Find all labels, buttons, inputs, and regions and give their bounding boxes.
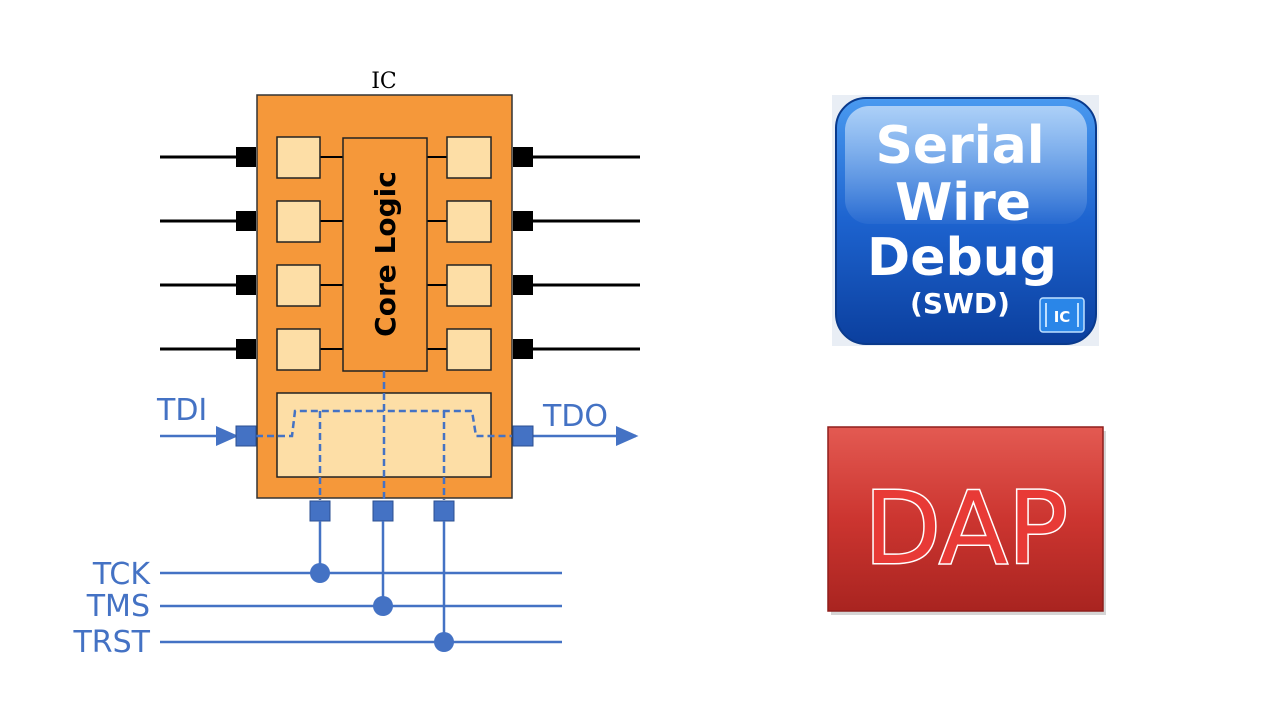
left-io-wires [160,155,238,351]
swd-line-3: Debug [867,228,1057,288]
right-io-wires [530,155,640,351]
tdi-label: TDI [156,393,207,428]
junction-dots [310,563,454,652]
svg-text:IC: IC [1054,308,1071,326]
jtag-pads [235,425,534,522]
boundary-cells-right [446,136,492,371]
ic-label: IC [371,69,397,94]
scan-chain-path [256,371,512,500]
dap-badge: DAP [827,426,1106,615]
boundary-cells-left [276,136,321,371]
ic-chip-icon: IC [1039,297,1085,333]
io-pads [236,147,533,359]
core-logic-label: Core Logic [369,171,402,337]
swd-line-4: (SWD) [910,287,1010,320]
core-connectors [320,156,447,350]
swd-badge: Serial Wire Debug (SWD) IC [832,95,1099,346]
trst-label: TRST [72,625,150,660]
dap-label: DAP [864,470,1068,587]
tdo-label: TDO [542,399,608,434]
control-bus [160,571,562,644]
core-logic-block [342,137,428,372]
control-drops [318,521,446,642]
swd-line-1: Serial [875,116,1044,176]
tms-label: TMS [86,589,150,624]
swd-line-2: Wire [895,173,1031,233]
tck-label: TCK [92,557,152,592]
